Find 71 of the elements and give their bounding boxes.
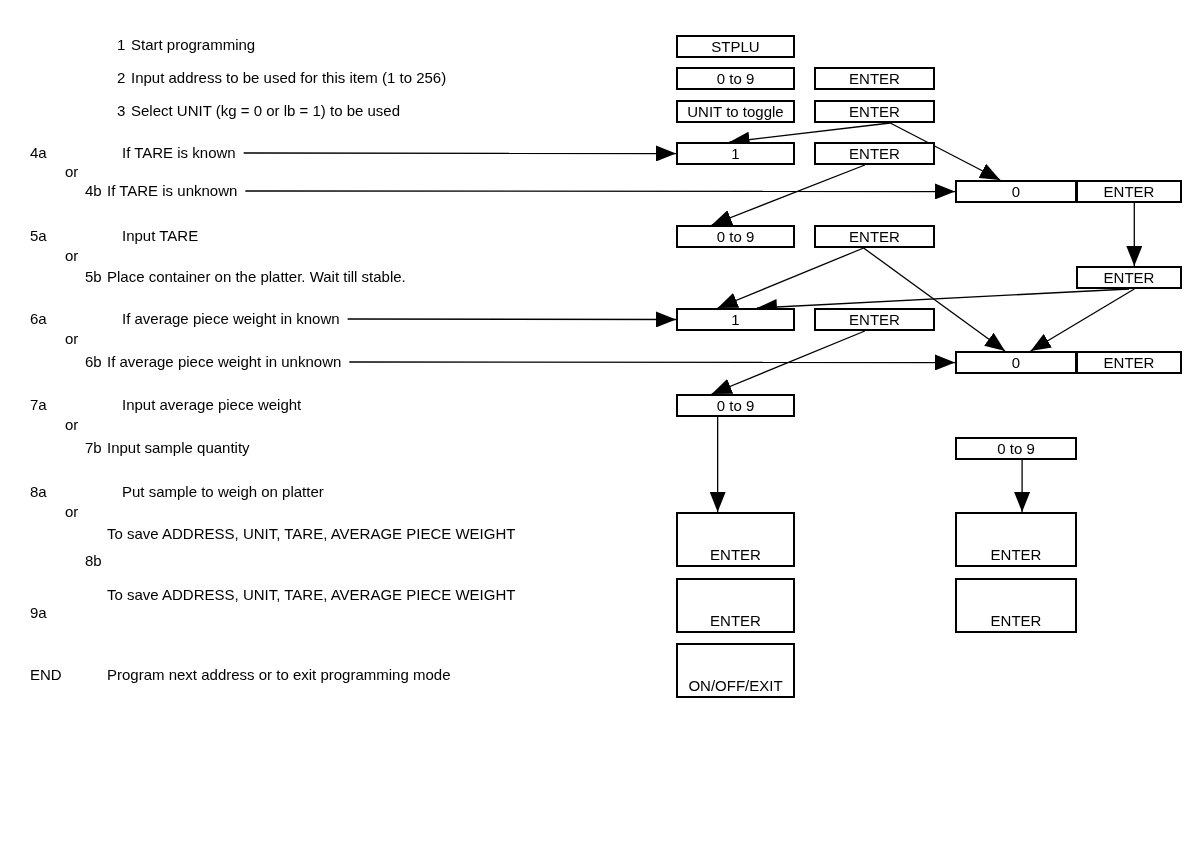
step-number: 1 — [117, 36, 126, 54]
step-number: 7b — [85, 439, 102, 457]
key-box: ENTER — [1076, 351, 1182, 374]
alternative-word: or — [65, 503, 79, 521]
step-instruction: If average piece weight in known — [122, 310, 340, 328]
alternative-word: or — [65, 416, 79, 434]
step-number: 4a — [30, 144, 47, 162]
alternative-word: or — [65, 247, 79, 265]
arrow — [1126, 202, 1143, 267]
key-box: ENTER — [955, 512, 1077, 567]
step-number: 2 — [117, 69, 126, 87]
arrow — [711, 330, 866, 395]
arrow — [347, 311, 677, 328]
arrow — [1014, 459, 1031, 513]
step-number: 8a — [30, 483, 47, 501]
step-number: 9a — [30, 604, 47, 622]
step-number: 3 — [117, 102, 126, 120]
step-instruction: To save ADDRESS, UNIT, TARE, AVERAGE PIECE WEIGHT — [107, 525, 517, 543]
key-box: UNIT to toggle — [676, 100, 795, 123]
step-instruction: Place container on the platter. Wait till stable. — [107, 268, 406, 286]
key-box: ENTER — [814, 142, 935, 165]
arrow — [862, 247, 1006, 352]
key-box: ENTER — [814, 308, 935, 331]
step-number: 7a — [30, 396, 47, 414]
key-box: ON/OFF/EXIT — [676, 643, 795, 698]
key-box: 1 — [676, 308, 795, 331]
arrow — [1030, 288, 1135, 352]
arrow — [717, 247, 865, 309]
arrow — [348, 354, 956, 371]
key-box: ENTER — [676, 578, 795, 633]
key-box: ENTER — [955, 578, 1077, 633]
step-instruction: Program next address or to exit programming mode — [107, 666, 451, 684]
key-box: 0 to 9 — [676, 225, 795, 248]
alternative-word: or — [65, 163, 79, 181]
key-box: 0 to 9 — [676, 394, 795, 417]
step-instruction: If TARE is unknown — [107, 182, 238, 200]
step-instruction: Input sample quantity — [107, 439, 250, 457]
step-number: END — [30, 666, 62, 684]
key-box: ENTER — [814, 100, 935, 123]
step-number: 8b — [85, 552, 102, 570]
step-instruction: Input TARE — [122, 227, 199, 245]
key-box: ENTER — [814, 67, 935, 90]
step-instruction: Put sample to weigh on platter — [122, 483, 324, 501]
key-box: ENTER — [676, 512, 795, 567]
step-instruction: Input address to be used for this item (1 to 256) — [131, 69, 447, 87]
step-number: 4b — [85, 182, 102, 200]
step-number: 6b — [85, 353, 102, 371]
step-instruction: To save ADDRESS, UNIT, TARE, AVERAGE PIECE WEIGHT — [107, 586, 517, 604]
key-box: 0 to 9 — [676, 67, 795, 90]
arrow — [711, 164, 866, 226]
key-box: STPLU — [676, 35, 795, 58]
alternative-word: or — [65, 330, 79, 348]
key-box: ENTER — [814, 225, 935, 248]
step-number: 5a — [30, 227, 47, 245]
arrow — [709, 416, 726, 513]
key-box: ENTER — [1076, 266, 1182, 289]
step-instruction: Start programming — [131, 36, 256, 54]
step-number: 5b — [85, 268, 102, 286]
step-instruction: Input average piece weight — [122, 396, 302, 414]
key-box: 0 to 9 — [955, 437, 1077, 460]
arrow — [889, 122, 1001, 181]
key-box: 1 — [676, 142, 795, 165]
arrow — [243, 145, 677, 162]
step-instruction: If TARE is known — [122, 144, 236, 162]
step-instruction: If average piece weight in unknown — [107, 353, 342, 371]
step-number: 6a — [30, 310, 47, 328]
key-box: ENTER — [1076, 180, 1182, 203]
arrow — [244, 183, 956, 200]
step-instruction: Select UNIT (kg = 0 or lb = 1) to be used — [131, 102, 401, 120]
key-box: 0 — [955, 351, 1077, 374]
key-box: 0 — [955, 180, 1077, 203]
